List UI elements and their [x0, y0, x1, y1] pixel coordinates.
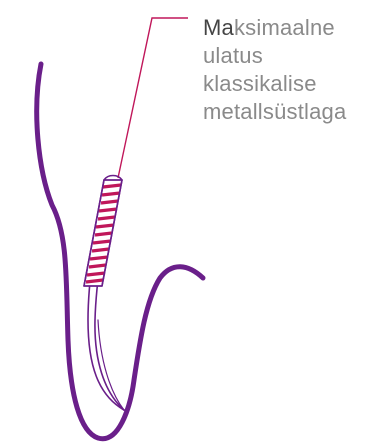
- annotation-line-1: Maksimaalne: [203, 14, 346, 42]
- tissue-outline-icon: [37, 64, 203, 439]
- annotation-line-1-emphasis: Ma: [203, 15, 234, 40]
- syringe-needle-icon: [84, 176, 124, 411]
- annotation-line-4: metallsüstlaga: [203, 98, 346, 126]
- annotation-line-2: ulatus: [203, 42, 346, 70]
- leader-line: [118, 18, 188, 178]
- annotation-label: Maksimaalne ulatus klassikalise metallsü…: [203, 14, 346, 126]
- needle-striped-section: [84, 176, 122, 287]
- annotation-line-1-text: ksimaalne: [234, 15, 335, 40]
- annotation-line-3: klassikalise: [203, 70, 346, 98]
